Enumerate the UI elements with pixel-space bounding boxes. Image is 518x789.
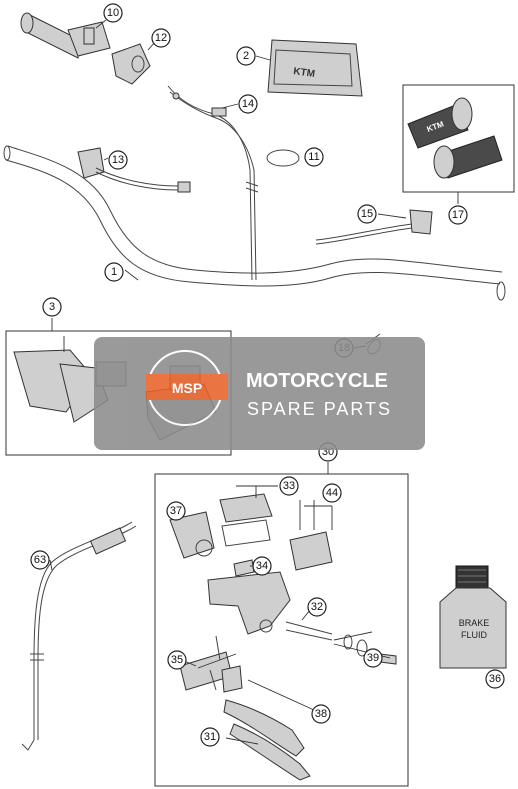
- svg-text:10: 10: [107, 7, 119, 19]
- svg-text:31: 31: [204, 731, 216, 743]
- brake-master-cylinder-box: [154, 473, 409, 787]
- callout-14: 14: [238, 94, 258, 114]
- watermark-logo-bar: [146, 374, 228, 400]
- grips-box: [402, 84, 515, 193]
- callout-32: 32: [307, 597, 327, 617]
- watermark-line1: MOTORCYCLE: [246, 370, 388, 392]
- handlebar-pad-part: KTM: [267, 39, 363, 97]
- switch-part: [77, 147, 191, 193]
- svg-text:17: 17: [452, 209, 464, 221]
- svg-text:13: 13: [112, 154, 124, 166]
- svg-text:37: 37: [170, 505, 182, 517]
- watermark-line2: SPARE PARTS: [247, 399, 392, 419]
- grips-part: KTM: [407, 97, 503, 179]
- callout-11: 11: [304, 147, 324, 167]
- svg-text:39: 39: [367, 652, 379, 664]
- svg-text:63: 63: [34, 554, 46, 566]
- handlebar-part: [3, 145, 506, 301]
- watermark: MSP MOTORCYCLE SPARE PARTS: [94, 337, 425, 450]
- svg-text:44: 44: [326, 487, 338, 499]
- svg-text:3: 3: [49, 301, 55, 313]
- callout-2: 2: [236, 46, 256, 66]
- callout-17: 17: [448, 205, 468, 225]
- svg-text:1: 1: [111, 266, 117, 278]
- brake-fluid-bottle-part: BRAKE FLUID: [439, 565, 507, 669]
- callout-1: 1: [104, 262, 124, 282]
- callout-34: 34: [252, 556, 272, 576]
- callout-36: 36: [485, 669, 505, 689]
- callout-13: 13: [108, 150, 128, 170]
- svg-text:15: 15: [361, 208, 373, 220]
- clutch-cable-part: [21, 521, 137, 751]
- callout-63: 63: [30, 550, 50, 570]
- svg-text:32: 32: [311, 601, 323, 613]
- callout-44: 44: [322, 483, 342, 503]
- svg-text:35: 35: [171, 654, 183, 666]
- callout-37: 37: [166, 501, 186, 521]
- brake-fluid-label-line2: FLUID: [461, 630, 488, 640]
- callout-12: 12: [151, 28, 171, 48]
- throttle-cover-part: [111, 43, 151, 85]
- svg-text:2: 2: [243, 50, 249, 62]
- svg-text:12: 12: [155, 32, 167, 44]
- callout-38: 38: [311, 704, 331, 724]
- callout-10: 10: [103, 3, 123, 23]
- callout-35: 35: [167, 650, 187, 670]
- throttle-cable-part: [167, 85, 259, 281]
- clutch-switch-part: [315, 209, 433, 245]
- o-ring-part: [266, 149, 300, 167]
- svg-text:34: 34: [256, 560, 268, 572]
- svg-text:36: 36: [489, 673, 501, 685]
- svg-text:14: 14: [242, 98, 254, 110]
- svg-text:38: 38: [315, 708, 327, 720]
- throttle-grip-part: [20, 12, 111, 59]
- callout-33: 33: [279, 476, 299, 496]
- brake-master-cylinder-part: [169, 493, 397, 781]
- pad-logo-text: KTM: [293, 66, 316, 80]
- svg-text:33: 33: [283, 480, 295, 492]
- watermark-logo-text: MSP: [172, 380, 202, 396]
- callout-39: 39: [363, 648, 383, 668]
- svg-text:11: 11: [308, 151, 319, 163]
- callout-31: 31: [200, 727, 220, 747]
- callout-15: 15: [357, 204, 377, 224]
- brake-fluid-label-line1: BRAKE: [459, 618, 490, 628]
- callout-3: 3: [42, 297, 62, 317]
